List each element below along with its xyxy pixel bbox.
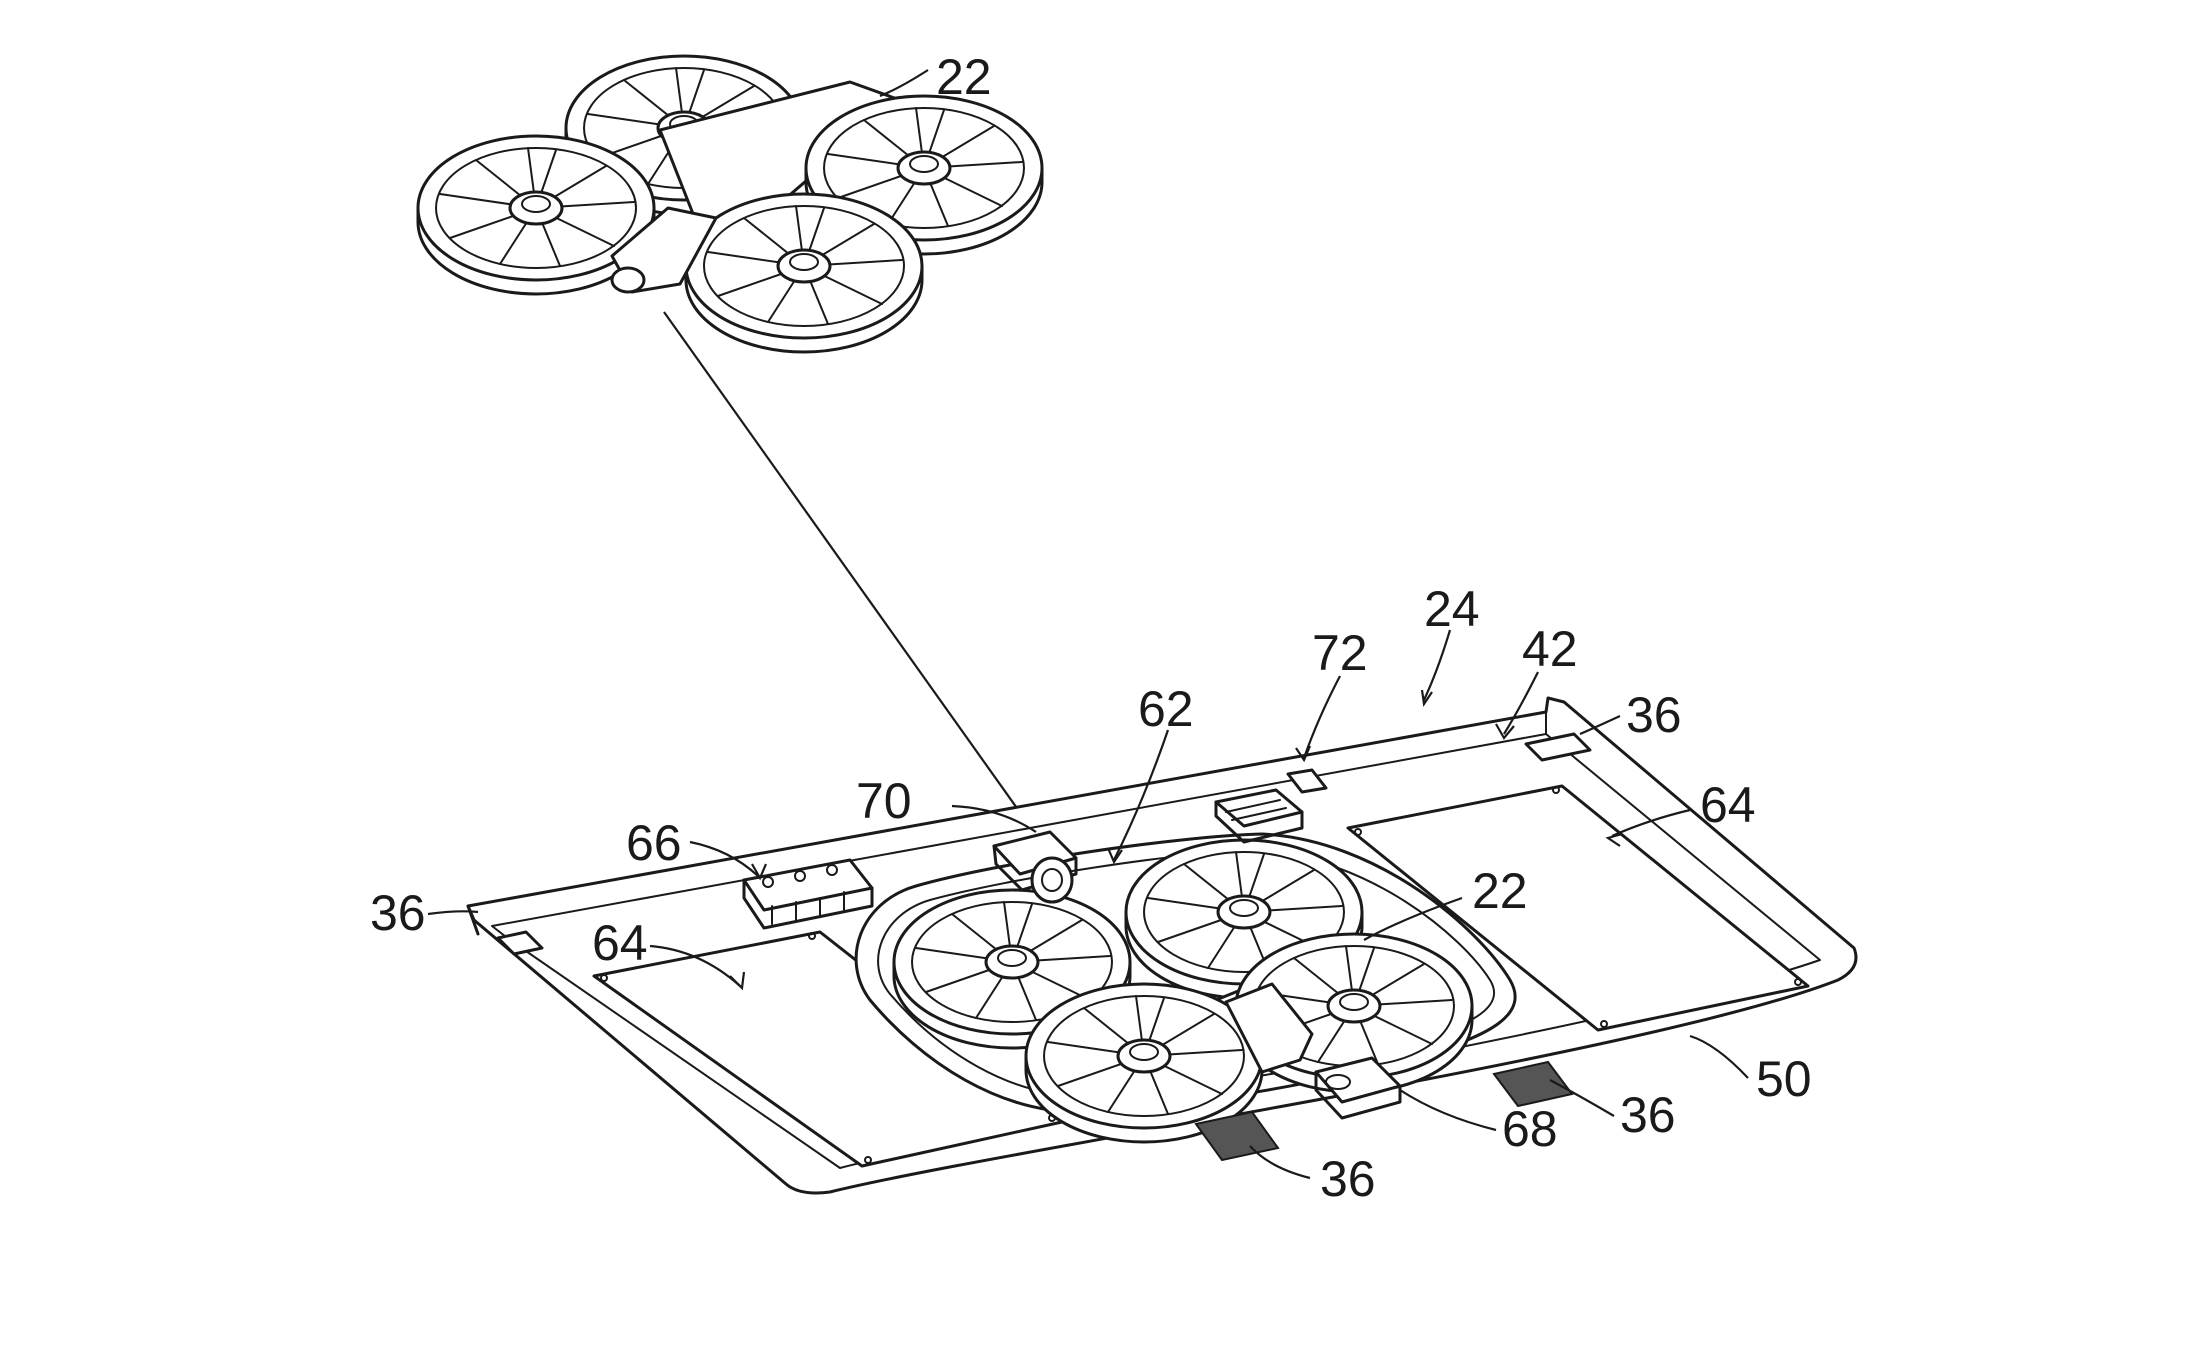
label-62: 62 xyxy=(1138,681,1194,737)
label-64-left: 64 xyxy=(592,915,648,971)
drone-docked xyxy=(892,838,1474,1144)
label-72: 72 xyxy=(1312,625,1368,681)
label-50: 50 xyxy=(1756,1051,1812,1107)
label-42: 42 xyxy=(1522,621,1578,677)
controller-72 xyxy=(1214,768,1328,844)
label-22-top: 22 xyxy=(936,49,992,105)
docked-nose xyxy=(1224,982,1314,1074)
label-66: 66 xyxy=(626,815,682,871)
label-70: 70 xyxy=(856,773,912,829)
rotor-front-right xyxy=(684,192,924,354)
panel-right-64 xyxy=(1346,784,1810,1032)
label-36-left: 36 xyxy=(370,885,426,941)
pad-bottom-right-36 xyxy=(1492,1060,1574,1108)
label-22-docked: 22 xyxy=(1472,863,1528,919)
pad-bottom-center-36 xyxy=(1194,1110,1280,1162)
leader-lines xyxy=(427,69,1749,1180)
label-64-right: 64 xyxy=(1700,777,1756,833)
drone-camera xyxy=(610,266,646,294)
label-36-top-right: 36 xyxy=(1626,687,1682,743)
label-68: 68 xyxy=(1502,1101,1558,1157)
connector-68 xyxy=(1314,1056,1402,1120)
drone-flying xyxy=(416,54,1044,354)
port-42 xyxy=(1524,732,1592,762)
reference-numerals: 22 24 72 42 36 62 64 70 66 22 36 64 50 6… xyxy=(370,49,1812,1207)
label-36-bottom-right: 36 xyxy=(1620,1087,1676,1143)
sensor-70 xyxy=(992,830,1078,904)
label-24: 24 xyxy=(1424,581,1480,637)
pad-left-36 xyxy=(496,930,544,956)
label-36-bottom-center: 36 xyxy=(1320,1151,1376,1207)
module-66 xyxy=(742,858,874,930)
